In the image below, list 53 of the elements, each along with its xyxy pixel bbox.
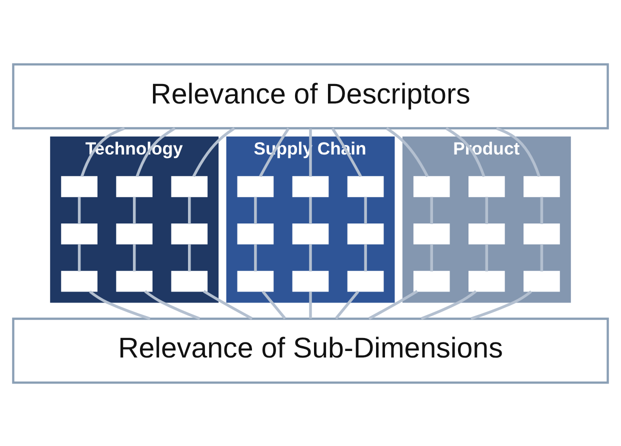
connector bbox=[132, 244, 136, 271]
node-box bbox=[237, 270, 274, 292]
node-box bbox=[292, 270, 329, 292]
connector bbox=[445, 126, 486, 177]
connector bbox=[132, 196, 136, 224]
connector bbox=[364, 196, 367, 224]
node-box bbox=[413, 176, 450, 197]
node-box bbox=[347, 270, 384, 292]
node-box bbox=[171, 223, 208, 244]
connector bbox=[78, 196, 81, 224]
node-box: Relevance of Sub-Dimensions bbox=[12, 317, 609, 384]
node-box bbox=[116, 176, 152, 197]
connector bbox=[485, 196, 488, 224]
node-box bbox=[413, 270, 450, 292]
connector bbox=[540, 244, 544, 271]
node-box bbox=[292, 223, 329, 244]
connector bbox=[188, 244, 191, 271]
connector bbox=[254, 244, 257, 271]
node-box bbox=[61, 176, 98, 197]
node-box: Relevance of Descriptors bbox=[12, 62, 609, 129]
node-box bbox=[116, 223, 152, 244]
connector bbox=[496, 126, 540, 176]
node-box bbox=[61, 223, 98, 244]
node-box bbox=[237, 176, 274, 197]
connector bbox=[78, 244, 81, 271]
node-box bbox=[524, 176, 560, 197]
node-box bbox=[524, 223, 560, 244]
cluster: Product bbox=[402, 136, 571, 302]
connector bbox=[485, 244, 488, 271]
node-box bbox=[61, 270, 98, 292]
node-box bbox=[468, 223, 505, 244]
node-box bbox=[292, 176, 329, 197]
node-box bbox=[347, 176, 384, 197]
node-box bbox=[468, 176, 505, 197]
connector bbox=[470, 290, 532, 320]
connector bbox=[364, 244, 367, 271]
connector bbox=[188, 196, 191, 224]
node-box bbox=[413, 223, 450, 244]
connector bbox=[430, 244, 433, 271]
connector bbox=[309, 244, 312, 271]
connector bbox=[430, 196, 433, 224]
connector bbox=[309, 290, 312, 318]
node-box bbox=[171, 270, 208, 292]
node-box bbox=[347, 223, 384, 244]
node-box bbox=[171, 176, 208, 197]
connector bbox=[309, 196, 312, 224]
node-box bbox=[468, 270, 505, 292]
connector bbox=[254, 196, 257, 224]
connector bbox=[89, 290, 150, 320]
node-box bbox=[116, 270, 152, 292]
node-box bbox=[237, 223, 274, 244]
connector bbox=[540, 196, 544, 224]
node-box bbox=[524, 270, 560, 292]
